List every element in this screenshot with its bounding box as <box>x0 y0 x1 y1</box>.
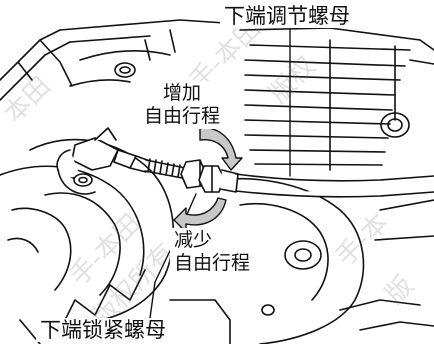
decrease-line1: 减少 <box>174 229 213 251</box>
rotation-arrows <box>173 127 243 233</box>
lower-lock-nut-label: 下端锁紧螺母 <box>36 318 170 342</box>
clutch-cable <box>113 149 434 198</box>
decrease-free-play-label: 减少 自由行程 <box>170 228 255 276</box>
increase-line1: 增加 <box>163 82 202 104</box>
increase-line2: 自由行程 <box>144 105 221 127</box>
leader-lines <box>149 29 291 319</box>
increase-arrow <box>199 127 243 171</box>
release-spring <box>59 269 146 331</box>
frame-tube-left <box>0 29 73 101</box>
decrease-arrow <box>173 197 227 233</box>
clutch-lever-bracket <box>56 127 119 195</box>
upper-engine-block <box>59 19 241 87</box>
cylinder-fins <box>239 27 434 171</box>
increase-free-play-label: 增加 自由行程 <box>140 81 225 129</box>
decrease-line2: 自由行程 <box>174 252 251 274</box>
upper-adjusting-nut-label: 下端调节螺母 <box>220 4 354 28</box>
